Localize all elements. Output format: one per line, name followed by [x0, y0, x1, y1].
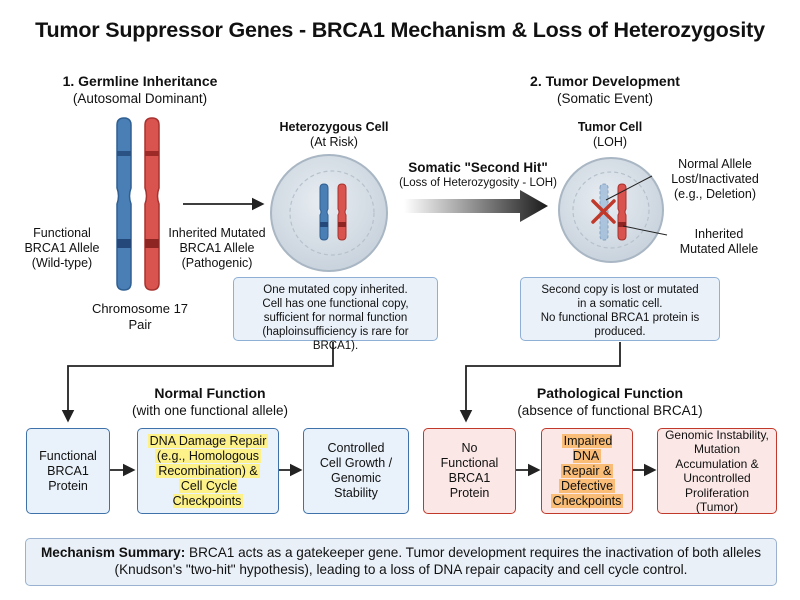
- tumor-cell-header: Tumor Cell (LOH): [560, 120, 660, 150]
- page-title: Tumor Suppressor Genes - BRCA1 Mechanism…: [35, 18, 765, 42]
- tumor-mutated-allele-label: Inherited Mutated Allele: [679, 227, 759, 256]
- normal-function-header: Normal Function (with one functional all…: [112, 385, 308, 419]
- functional-protein-box: Functional BRCA1 Protein: [26, 428, 110, 514]
- tumor-dev-heading: 2. Tumor Development: [530, 73, 680, 89]
- patho-function-header: Pathological Function (absence of functi…: [500, 385, 720, 419]
- normal-branch-arrow: [61, 342, 334, 423]
- tumor-cell-title: Tumor Cell: [577, 120, 643, 134]
- dna-repair-box: DNA Damage Repair (e.g., Homologous Reco…: [137, 428, 279, 514]
- tumor-cell-note: Second copy is lost or mutated in a soma…: [520, 277, 720, 341]
- germline-subheading: (Autosomal Dominant): [72, 91, 208, 106]
- patho-function-subheading: (absence of functional BRCA1): [517, 403, 703, 418]
- second-hit-title: Somatic "Second Hit": [408, 160, 548, 175]
- mutated-allele-label: Inherited Mutated BRCA1 Allele (Pathogen…: [168, 226, 266, 270]
- controlled-growth-box: Controlled Cell Growth / Genomic Stabili…: [303, 428, 409, 514]
- het-cell-note: One mutated copy inherited. Cell has one…: [233, 277, 438, 352]
- lost-allele-pointer: [605, 175, 653, 201]
- summary-label: Mechanism Summary:: [40, 545, 186, 560]
- second-hit-label: Somatic "Second Hit" (Loss of Heterozygo…: [388, 159, 568, 190]
- mechanism-summary: Mechanism Summary: BRCA1 acts as a gatek…: [25, 538, 777, 586]
- mutated-allele-pointer: [622, 225, 668, 236]
- functional-chromosome: [116, 117, 132, 291]
- lost-allele-label: Normal Allele Lost/Inactivated (e.g., De…: [671, 157, 759, 201]
- germline-header: 1. Germline Inheritance (Autosomal Domin…: [40, 73, 240, 107]
- chromosome-label: Chromosome 17 Pair: [91, 301, 189, 332]
- normal-function-subheading: (with one functional allele): [131, 403, 289, 418]
- heterozygous-cell: [270, 154, 388, 272]
- mutated-chromosome: [144, 117, 160, 291]
- germline-heading: 1. Germline Inheritance: [62, 73, 218, 89]
- impaired-repair-box: Impaired DNA Repair & Defective Checkpoi…: [541, 428, 633, 514]
- genomic-instability-box: Genomic Instability, Mutation Accumulati…: [657, 428, 777, 514]
- tumor-cell-subtitle: (LOH): [592, 135, 628, 149]
- patho-branch-arrow: [459, 342, 621, 423]
- patho-function-heading: Pathological Function: [536, 385, 684, 401]
- het-cell-header: Heterozygous Cell (At Risk): [264, 120, 404, 150]
- tumor-cell: [558, 157, 668, 263]
- x-mark-icon: [591, 199, 616, 224]
- second-hit-arrow: [404, 190, 548, 222]
- summary-text: BRCA1 acts as a gatekeeper gene. Tumor d…: [114, 545, 762, 577]
- second-hit-subtitle: (Loss of Heterozygosity - LOH): [399, 177, 557, 189]
- functional-allele-label: Functional BRCA1 Allele (Wild-type): [24, 226, 100, 270]
- het-cell-title: Heterozygous Cell: [279, 120, 389, 134]
- tumor-dev-header: 2. Tumor Development (Somatic Event): [510, 73, 700, 107]
- chromosome-pair: [116, 117, 160, 291]
- het-cell-subtitle: (At Risk): [310, 135, 358, 149]
- normal-function-heading: Normal Function: [154, 385, 266, 401]
- no-protein-box: No Functional BRCA1 Protein: [423, 428, 516, 514]
- tumor-dev-subheading: (Somatic Event): [556, 91, 654, 106]
